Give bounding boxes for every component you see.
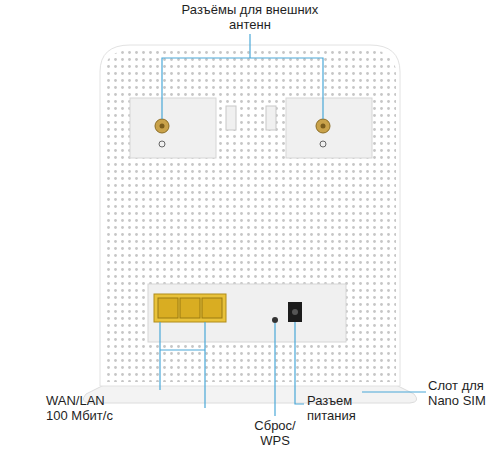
leader-line [249,34,250,58]
ethernet-ports [154,294,226,322]
antenna-plate [286,98,372,158]
ethernet-port [202,298,222,318]
power-jack [292,309,298,315]
ethernet-port [180,298,200,318]
ethernet-port [158,298,178,318]
mount-slot [266,106,276,130]
reset-button [272,317,278,323]
leader-line [160,322,205,408]
callout-label: WAN/LAN 100 Мбит/с [46,393,116,423]
vent-perforation [104,50,396,382]
leader-line [274,323,275,416]
leader-line [162,58,323,119]
router-body [100,45,400,386]
antenna-symbol [320,141,326,147]
leader-line [159,322,160,390]
callout-label: Разъем питания [307,393,379,423]
callout-label: Сброс/ WPS [250,418,300,448]
antenna-connector [155,119,169,133]
antenna-plate [130,98,216,158]
mount-slot [226,106,236,130]
antenna-connector [160,124,165,129]
leader-line [362,391,426,392]
antenna-connector [316,119,330,133]
callout-label: Слот для Nano SIM [428,378,498,408]
power-jack [288,302,302,322]
callout-label: Разъёмы для внешних антенн [175,2,325,32]
port-panel [148,284,346,342]
antenna-connector [321,124,326,129]
antenna-symbol [159,141,165,147]
leader-line [295,322,304,404]
leader-lines [160,34,426,416]
